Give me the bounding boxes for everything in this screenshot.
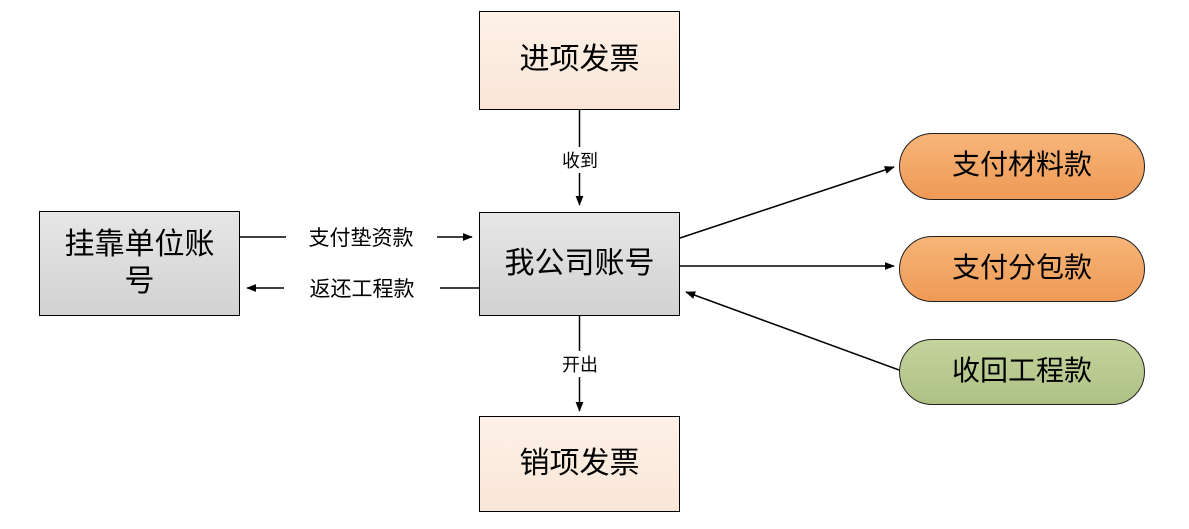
node-pay-subcontract-label: 支付分包款 <box>951 252 1092 284</box>
node-recover-project-payment[interactable]: 收回工程款 <box>899 339 1145 405</box>
node-input-invoice[interactable]: 进项发票 <box>479 11 680 110</box>
node-my-company-account-label: 我公司账号 <box>504 246 655 280</box>
node-pay-material-label: 支付材料款 <box>951 150 1092 182</box>
edge-to-material-path <box>679 166 895 239</box>
node-my-company-account[interactable]: 我公司账号 <box>479 212 680 316</box>
node-pay-material[interactable]: 支付材料款 <box>899 133 1145 200</box>
node-input-invoice-label: 进项发票 <box>519 43 640 77</box>
node-output-invoice[interactable]: 销项发票 <box>479 416 680 512</box>
edge-label-issued: 开出 <box>560 351 600 377</box>
edge-from-recover-path <box>685 291 900 371</box>
edge-label-received: 收到 <box>560 147 600 173</box>
edge-label-pay-advance: 支付垫资款 <box>306 222 416 252</box>
node-recover-project-payment-label: 收回工程款 <box>951 355 1092 387</box>
node-pay-subcontract[interactable]: 支付分包款 <box>899 236 1145 302</box>
node-affiliate-account[interactable]: 挂靠单位账号 <box>39 211 240 316</box>
node-output-invoice-label: 销项发票 <box>519 446 640 480</box>
edge-label-return-project: 返还工程款 <box>307 273 417 303</box>
node-affiliate-account-label: 挂靠单位账号 <box>64 227 215 298</box>
